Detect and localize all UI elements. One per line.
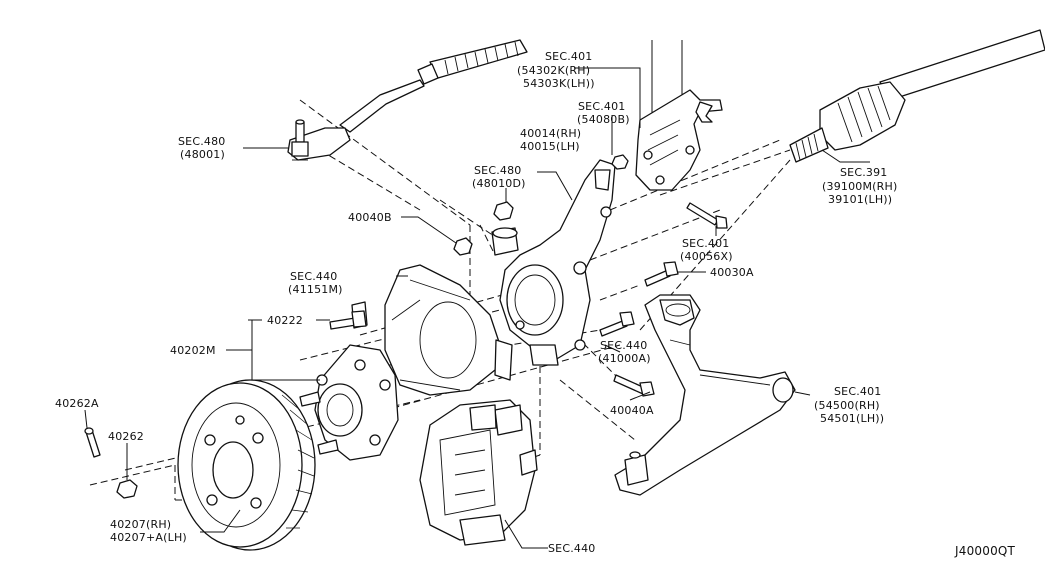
label-sec440-baffle: SEC.440 xyxy=(290,270,338,283)
label-sec401-bracket: SEC.401 xyxy=(578,100,626,113)
label-40040b: 40040B xyxy=(348,211,392,224)
steering-knuckle xyxy=(491,159,616,366)
label-sec401-arm: SEC.401 xyxy=(834,385,882,398)
label-40262a: 40262A xyxy=(55,397,99,410)
fasteners xyxy=(84,154,728,499)
label-40262: 40262 xyxy=(108,430,144,443)
label-40014-rh: 40014(RH) xyxy=(520,127,581,140)
leader-lines xyxy=(84,67,870,549)
strut-assembly xyxy=(635,40,723,191)
tie-rod-end xyxy=(287,39,528,161)
baffle-plate xyxy=(384,264,513,396)
label-sec401-bolt: SEC.401 xyxy=(682,237,730,250)
part-labels: SEC.480 (48001) SEC.401 (54302K(RH) 5430… xyxy=(55,50,1016,558)
label-sec480-tie-rod: SEC.480 xyxy=(178,135,226,148)
label-39101: 39101(LH)) xyxy=(828,193,892,206)
label-40040a: 40040A xyxy=(610,404,654,417)
label-sec480-nut: SEC.480 xyxy=(474,164,522,177)
brake-caliper xyxy=(419,399,538,546)
label-54500: (54500(RH) xyxy=(814,399,880,412)
label-sec401-strut: SEC.401 xyxy=(545,50,593,63)
label-40207a-lh: 40207+A(LH) xyxy=(110,531,187,544)
wheel-hub xyxy=(299,301,399,461)
drive-shaft xyxy=(789,29,1045,163)
label-40015-lh: 40015(LH) xyxy=(520,140,580,153)
label-40056x: (40056X) xyxy=(680,250,733,263)
label-48001: (48001) xyxy=(180,148,225,161)
label-sec440-caliper-bolt: SEC.440 xyxy=(600,339,648,352)
label-41151m: (41151M) xyxy=(288,283,343,296)
lower-control-arm xyxy=(614,294,796,496)
label-40202m: 40202M xyxy=(170,344,216,357)
label-54501: 54501(LH)) xyxy=(820,412,884,425)
label-40207-rh: 40207(RH) xyxy=(110,518,171,531)
label-54302k: (54302K(RH) xyxy=(517,64,590,77)
label-41000a: (41000A) xyxy=(598,352,651,365)
label-sec440-caliper: SEC.440 xyxy=(548,542,596,555)
diagram-code: J40000QT xyxy=(954,544,1016,558)
label-54303k: 54303K(LH)) xyxy=(523,77,595,90)
label-40222: 40222 xyxy=(267,314,303,327)
label-54080b: (54080B) xyxy=(577,113,630,126)
label-sec391: SEC.391 xyxy=(840,166,888,179)
label-39100m: (39100M(RH) xyxy=(822,180,897,193)
label-40030a: 40030A xyxy=(710,266,754,279)
brake-rotor xyxy=(177,379,316,551)
label-48010d: (48010D) xyxy=(472,177,526,190)
